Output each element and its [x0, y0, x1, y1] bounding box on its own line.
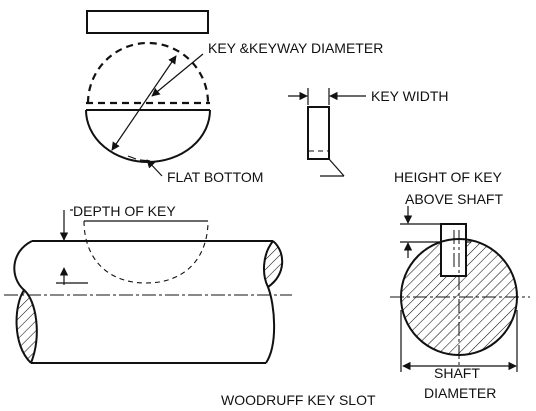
label-key-width: KEY WIDTH — [371, 88, 449, 104]
key-width-view — [288, 88, 366, 177]
key-top-view — [86, 10, 209, 34]
caption-woodruff-key-slot: WOODRUFF KEY SLOT — [221, 392, 376, 408]
label-height-of-key-line2: ABOVE SHAFT — [405, 191, 503, 207]
label-flat-bottom: FLAT BOTTOM — [167, 169, 263, 185]
shaft-side-view — [4, 209, 292, 364]
label-depth-of-key: DEPTH OF KEY — [73, 203, 176, 219]
label-key-keyway-diameter: KEY &KEYWAY DIAMETER — [208, 40, 383, 56]
label-shaft-diameter-line2: DIAMETER — [424, 385, 496, 401]
label-shaft-diameter-line1: SHAFT — [434, 365, 480, 381]
label-height-of-key-line1: HEIGHT OF KEY — [394, 169, 503, 185]
key-profile-circle — [85, 41, 211, 177]
shaft-cross-section — [390, 206, 530, 372]
